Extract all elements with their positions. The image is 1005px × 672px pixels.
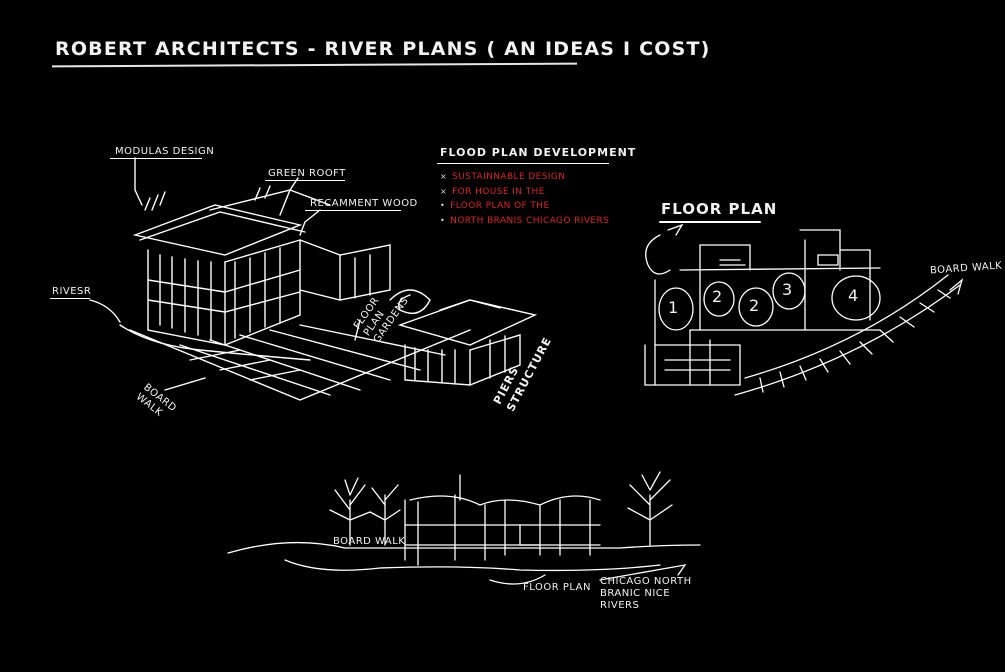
list-item: •NORTH BRANIS CHICAGO RIVERS	[440, 215, 610, 226]
label-board-walk-section: BOARD WALK	[333, 536, 406, 547]
house-perspective-sketch	[89, 157, 538, 401]
label-underline	[110, 158, 202, 159]
label-rivesr: RIVESR	[52, 286, 92, 297]
label-green-roof: GREEN ROOFT	[268, 168, 346, 179]
flood-plan-underline	[437, 163, 609, 164]
label-chicago-note: CHICAGO NORTH BRANIC NICE RIVERS	[600, 576, 692, 611]
room-number-4: 4	[848, 286, 859, 305]
page-title: ROBERT ARCHITECTS - RIVER PLANS ( AN IDE…	[55, 38, 711, 60]
room-number-2b: 2	[749, 296, 760, 315]
list-item: ×SUSTAINNABLE DESIGN	[440, 172, 566, 182]
section-sketch	[227, 471, 701, 585]
label-modulas-design: MODULAS DESIGN	[115, 146, 215, 157]
flood-plan-list: ×SUSTAINNABLE DESIGN ×FOR HOUSE IN THE •…	[440, 170, 609, 228]
room-number-2: 2	[712, 287, 723, 306]
list-item: ×FOR HOUSE IN THE	[440, 186, 545, 197]
list-item: •FLOOR PLAN OF THE	[440, 201, 550, 211]
label-underline	[305, 210, 401, 211]
floor-plan-sketch	[644, 221, 964, 396]
floor-plan-title: FLOOR PLAN	[661, 200, 778, 218]
label-underline	[50, 298, 90, 299]
label-underline	[265, 180, 345, 181]
room-number-1: 1	[668, 298, 679, 317]
flood-plan-heading: FLOOD PLAN DEVELOPMENT	[440, 146, 637, 159]
room-number-3: 3	[782, 280, 793, 299]
label-recamment-wood: RECAMMENT WOOD	[310, 198, 418, 209]
label-floor-plan-section: FLOOR PLAN	[523, 582, 591, 593]
